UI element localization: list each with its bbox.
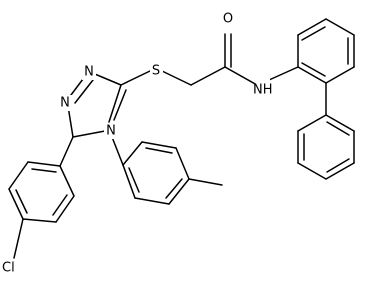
atom-cl: Cl [2, 261, 15, 276]
bond-ring-a-3 [325, 18, 355, 36]
bond-ring-b-6 [297, 114, 327, 132]
bond-tolyl-5 [134, 197, 170, 205]
bond-tolyl-methyl [188, 178, 223, 186]
bond-clph-3 [8, 188, 24, 220]
bond-tolyl-6 [122, 164, 136, 199]
atom-s: S [152, 64, 160, 79]
atom-nh: NH [253, 83, 273, 98]
bond-ring-a-2d [301, 26, 326, 41]
bond-n4-c5 [108, 84, 122, 123]
bond-ring-b-4 [297, 162, 327, 180]
bond-n2-c3 [67, 105, 74, 138]
bond-tolyl-4 [168, 178, 190, 205]
bond-clph-4 [22, 218, 57, 223]
bond-clph-5d [52, 194, 68, 216]
bond-ring-a-6d [301, 62, 326, 77]
atom-o: O [223, 12, 233, 27]
bond-ring-a-6 [297, 66, 327, 84]
bond-clph-2 [8, 161, 29, 190]
bond-clph-6 [59, 165, 75, 197]
bond-clph-cl [13, 218, 24, 259]
bond-ring-a-2 [297, 18, 327, 36]
bond-s-ch2 [161, 70, 192, 86]
bond-clph-1 [27, 161, 61, 167]
bond-ring-a-5 [325, 66, 355, 84]
bond-clph-5 [55, 195, 75, 223]
bond-tolyl-2d [145, 147, 173, 154]
bond-tolyl-6d [128, 167, 140, 193]
bond-c3-aryl [59, 136, 74, 167]
bond-co-nh [224, 66, 258, 86]
bond-clph-3d [15, 189, 28, 214]
bond-nh-biphenyl [268, 66, 299, 81]
bond-tolyl-3 [175, 147, 190, 180]
atom-n4: N [106, 124, 116, 139]
bond-ch2-co [190, 66, 226, 86]
bond-tolyl-4d [165, 178, 183, 199]
bond-clph-1d [31, 168, 57, 173]
bond-tolyl-1 [122, 141, 143, 166]
bond-c3-n4 [72, 130, 106, 138]
bond-n3-n2-double [74, 79, 94, 104]
atom-labels: N N N S O NH Cl [2, 11, 273, 276]
atom-n3: N [84, 65, 94, 80]
atom-n2: N [60, 96, 70, 111]
bond-ring-b-3d [326, 158, 350, 173]
bond-n4-tolyl [111, 136, 124, 166]
bond-tolyl-2 [141, 141, 177, 149]
bond-n4-c5-double [113, 89, 127, 121]
bond-c5-s [120, 70, 151, 86]
bond-ring-b-3 [325, 162, 355, 180]
bond-ring-b-1 [325, 114, 355, 132]
bonds [8, 18, 355, 259]
bond-ring-b-1d [326, 121, 350, 136]
